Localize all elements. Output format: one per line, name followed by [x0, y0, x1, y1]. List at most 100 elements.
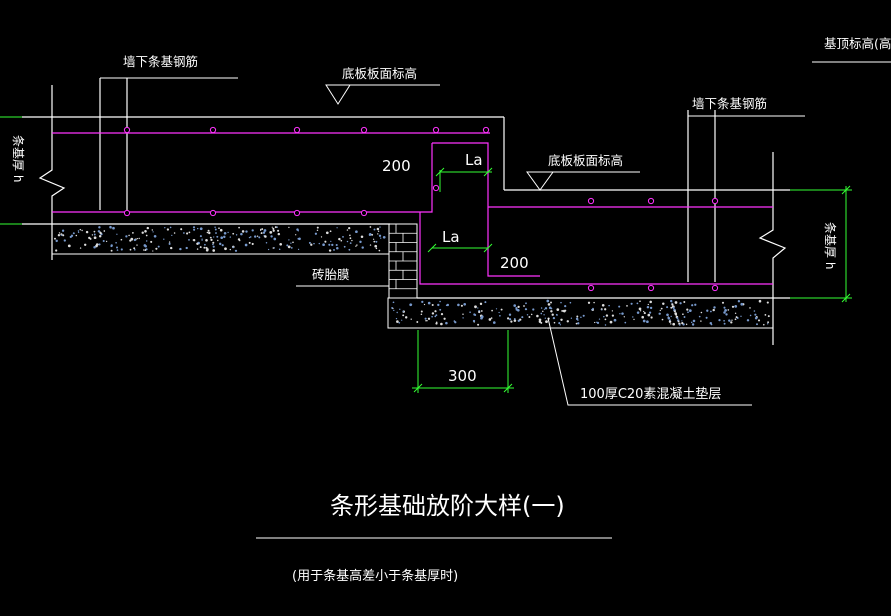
concrete-dot: [227, 231, 229, 234]
concrete-dot: [141, 231, 144, 234]
concrete-dot: [498, 311, 500, 314]
concrete-dot: [544, 317, 546, 319]
concrete-dot: [587, 301, 591, 304]
concrete-dot: [519, 318, 522, 321]
concrete-dot: [232, 246, 234, 248]
concrete-dot: [136, 244, 138, 246]
concrete-dot: [102, 239, 105, 243]
concrete-dot: [316, 226, 319, 229]
concrete-dot: [621, 312, 624, 315]
concrete-dot: [241, 230, 245, 233]
concrete-dot: [670, 323, 672, 325]
concrete-dot: [734, 305, 738, 308]
concrete-dot: [57, 234, 61, 237]
concrete-dot: [286, 244, 289, 247]
concrete-dot: [240, 232, 243, 236]
concrete-dot: [380, 237, 382, 239]
concrete-dot: [506, 317, 510, 320]
drawing-subtitle: (用于条基高差小于条基厚时): [292, 568, 458, 584]
concrete-dot: [443, 317, 446, 320]
concrete-dot: [477, 307, 479, 309]
concrete-dot: [144, 245, 147, 248]
concrete-dot: [556, 314, 558, 316]
concrete-dot: [410, 318, 412, 320]
concrete-dot: [54, 237, 56, 240]
concrete-dot: [197, 227, 199, 230]
concrete-dot: [218, 227, 220, 230]
concrete-dot: [60, 234, 63, 236]
concrete-dot: [221, 244, 224, 247]
concrete-dot: [103, 230, 106, 232]
label-thickness-right: 条基厚 h: [823, 222, 837, 269]
concrete-dot: [77, 231, 80, 234]
concrete-dot: [682, 313, 684, 316]
label-wall-rebar-right: 墙下条基钢筋: [692, 96, 767, 111]
concrete-dot: [355, 230, 358, 234]
concrete-cushion-left: [51, 223, 391, 255]
concrete-dot: [671, 303, 674, 306]
concrete-dot: [205, 238, 208, 242]
concrete-dot: [272, 247, 275, 249]
concrete-dot: [624, 321, 627, 324]
concrete-dot: [673, 310, 676, 313]
concrete-dot: [322, 243, 325, 247]
concrete-dot: [662, 302, 665, 306]
concrete-dot: [196, 248, 199, 250]
concrete-dot: [474, 305, 477, 309]
concrete-dot: [575, 317, 579, 321]
concrete-dot: [91, 234, 94, 236]
concrete-dot: [145, 234, 148, 237]
concrete-dot: [201, 239, 203, 241]
concrete-dot: [55, 249, 58, 252]
concrete-dot: [580, 316, 582, 319]
concrete-dot: [670, 315, 672, 318]
concrete-dot: [647, 313, 651, 317]
concrete-dot: [446, 303, 450, 307]
concrete-dot: [427, 301, 431, 305]
concrete-dot: [234, 249, 238, 252]
concrete-dot: [666, 306, 669, 309]
concrete-dot: [81, 229, 83, 232]
concrete-dot: [260, 229, 262, 232]
concrete-dot: [538, 320, 542, 324]
concrete-dot: [710, 310, 712, 313]
concrete-dot: [109, 225, 112, 229]
concrete-dot: [377, 233, 379, 235]
concrete-dot: [582, 314, 585, 317]
rebar-dot: [587, 197, 595, 205]
concrete-dot: [203, 246, 206, 249]
concrete-dot: [611, 314, 615, 317]
concrete-dot: [669, 319, 672, 321]
concrete-dot: [674, 301, 678, 304]
rebar-dot: [360, 209, 368, 217]
concrete-dot: [700, 311, 703, 314]
text-labels: 墙下条基钢筋 底板板面标高 基顶标高(高为 墙下条基钢筋 底板板面标高 砖胎膜 …: [11, 36, 891, 402]
concrete-dot: [348, 248, 351, 251]
concrete-dot: [509, 318, 512, 321]
concrete-dot: [192, 239, 195, 241]
concrete-dot: [642, 319, 646, 323]
concrete-dot: [566, 320, 569, 323]
concrete-dot: [609, 320, 613, 324]
concrete-dot: [79, 247, 82, 249]
concrete-dot: [427, 317, 431, 320]
concrete-dot: [550, 307, 553, 310]
drawing-title: 条形基础放阶大样(一): [330, 492, 565, 520]
concrete-dot: [201, 238, 203, 240]
concrete-dot: [72, 232, 75, 235]
concrete-dot: [633, 318, 635, 321]
concrete-dot: [67, 244, 71, 248]
concrete-dot: [643, 310, 645, 313]
concrete-dot: [314, 232, 318, 235]
concrete-dot: [62, 234, 65, 237]
concrete-dot: [439, 300, 441, 303]
concrete-dot: [338, 237, 341, 241]
label-cushion: 100厚C20素混凝土垫层: [580, 386, 721, 402]
concrete-dot: [683, 316, 686, 318]
dimension-lines: [0, 116, 852, 393]
concrete-dot: [271, 226, 273, 228]
concrete-dot: [130, 237, 134, 241]
concrete-dot: [749, 307, 751, 309]
concrete-dot: [431, 303, 434, 307]
concrete-dot: [276, 226, 278, 228]
